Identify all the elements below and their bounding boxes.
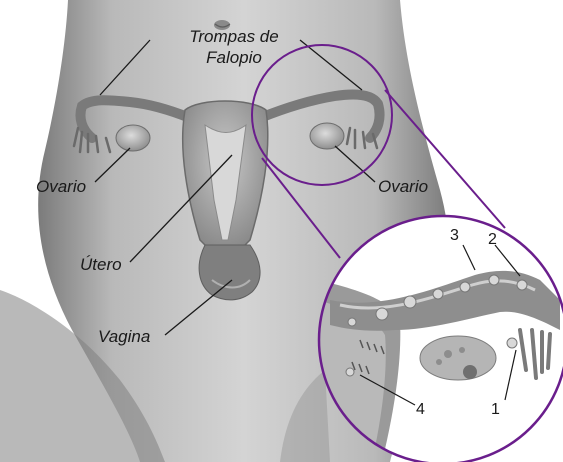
ovary-right: [310, 123, 344, 149]
label-vagina: Vagina: [98, 328, 150, 345]
inset-number-4: 4: [416, 402, 425, 418]
inset-number-3: 3: [450, 228, 459, 244]
vagina: [199, 245, 260, 300]
label-ovary-right: Ovario: [378, 178, 428, 195]
inset-number-1: 1: [491, 402, 500, 418]
inset-detail: [318, 216, 563, 462]
label-uterus: Útero: [80, 256, 122, 273]
label-fallopian-tubes-line1: Trompas de: [166, 28, 302, 45]
ovary-left: [116, 125, 150, 151]
label-ovary-left: Ovario: [36, 178, 86, 195]
inset-number-2: 2: [488, 232, 497, 248]
label-fallopian-tubes-line2: Falopio: [166, 49, 302, 66]
